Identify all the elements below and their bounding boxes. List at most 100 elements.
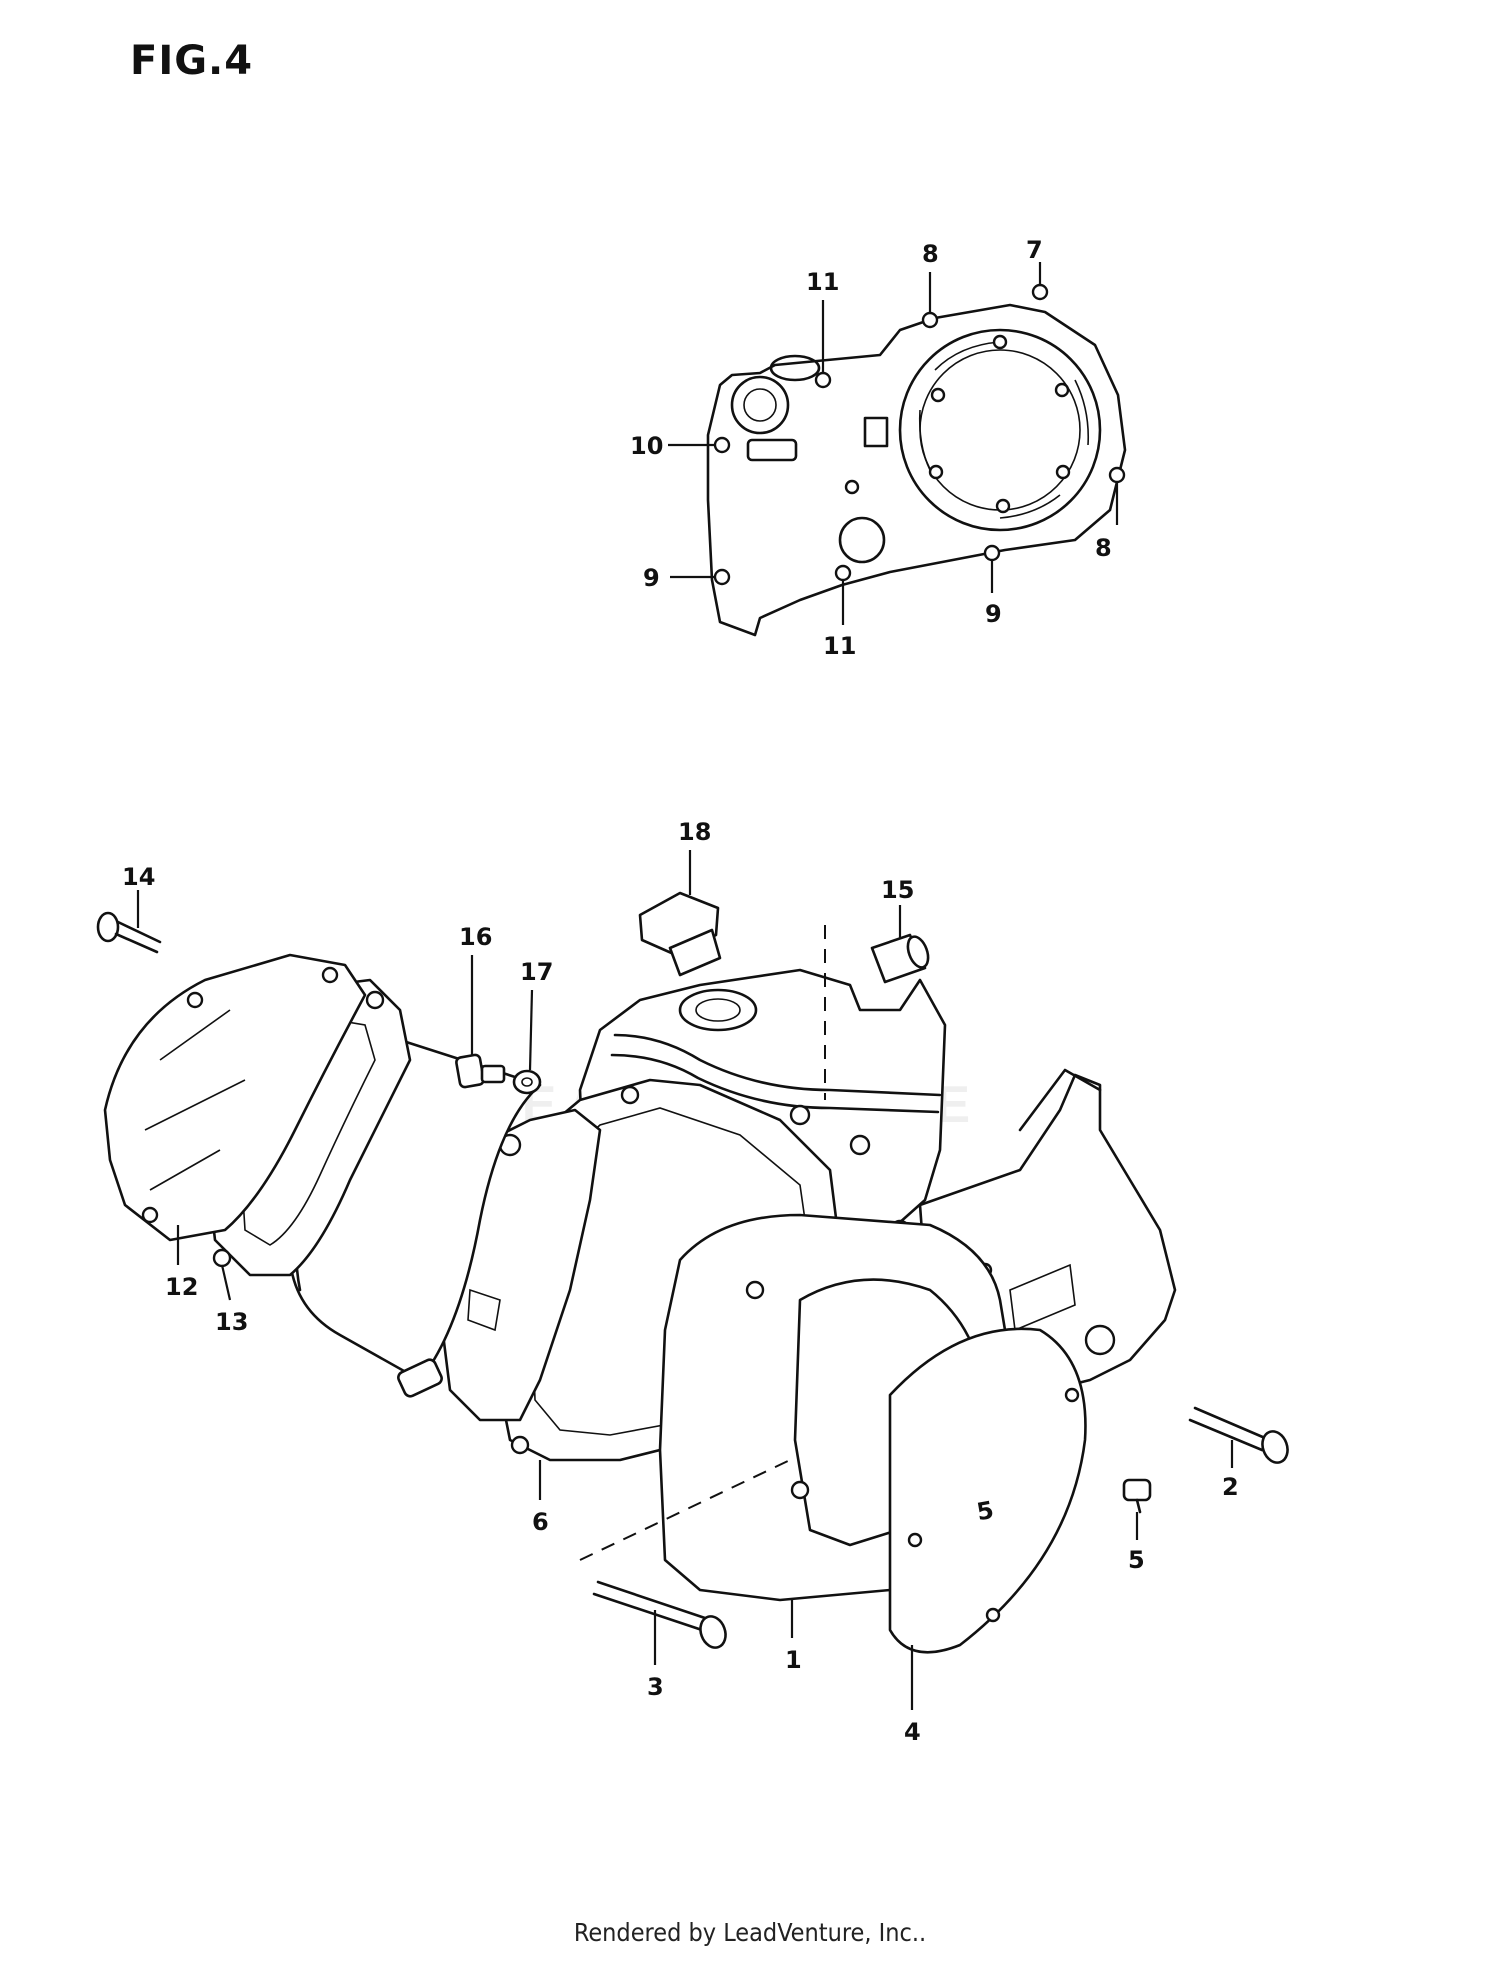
callout-1: 1: [785, 1646, 802, 1674]
inner-cover-assembly: [706, 283, 1127, 637]
callout-17: 17: [520, 958, 553, 986]
callout-13: 13: [215, 1308, 248, 1336]
ring-bolt-3: [1055, 464, 1071, 480]
upper-ring-slot-d: [918, 409, 931, 471]
case-hole-1: [789, 1104, 811, 1126]
plate-12-hole-1: [186, 991, 204, 1009]
cover-emblem-mark: 5: [975, 1496, 996, 1526]
filler-cap-18: [638, 891, 722, 977]
leader-17: [528, 989, 534, 1071]
plate-12-outline: [103, 953, 367, 1242]
filler-port-ring: [730, 375, 790, 435]
cover-plate-4-hole-2: [907, 1532, 923, 1548]
upper-screw-i: [844, 479, 860, 495]
callout-16: 16: [459, 923, 492, 951]
cover-plate-4: 5: [888, 1327, 1087, 1654]
oil-hose: [613, 1033, 942, 1097]
bolt-16-shank: [480, 1064, 506, 1084]
plate-12-spoke-c: [149, 1149, 221, 1191]
left-housing-slot: [467, 1288, 501, 1332]
callout-11b: 11: [823, 632, 856, 660]
gasket-6-hole-3: [620, 1085, 640, 1105]
upper-screw-h: [983, 544, 1001, 562]
inspection-hole: [838, 516, 886, 564]
extension-window: [1009, 1263, 1076, 1332]
washer-17-hole: [521, 1077, 533, 1087]
upper-screw-g: [834, 564, 852, 582]
filler-boss: [678, 988, 758, 1032]
upper-screw-c: [1031, 283, 1049, 301]
screw-5-shank: [1135, 1498, 1142, 1514]
bolt-2-head: [1261, 1430, 1289, 1464]
filler-cap-18-thread: [668, 928, 722, 977]
ring-bolt-4: [995, 498, 1011, 514]
dowel-15: [870, 933, 930, 984]
callout-4: 4: [904, 1718, 921, 1746]
upper-screw-a: [814, 371, 832, 389]
ring-bolt-6: [930, 387, 946, 403]
washer-17: [512, 1069, 542, 1095]
washer-17-ring: [512, 1069, 542, 1095]
ring-bolt-2: [1054, 382, 1070, 398]
extension-hole: [1084, 1324, 1116, 1356]
callout-3: 3: [647, 1673, 664, 1701]
upper-screw-f: [713, 568, 731, 586]
case-hole-2: [849, 1134, 871, 1156]
upper-ring-slot-c: [999, 494, 1061, 519]
upper-screw-d: [713, 436, 731, 454]
bolt-16-head: [455, 1053, 485, 1089]
callout-8a: 8: [922, 240, 939, 268]
upper-ring-inner: [919, 349, 1081, 511]
screw-5-head: [1122, 1478, 1152, 1502]
callout-9a: 9: [643, 564, 660, 592]
cover-plate-4-hole-3: [985, 1607, 1001, 1623]
lower-leader-lines: [136, 850, 1234, 1710]
dowel-15-end: [906, 935, 930, 969]
upper-screw-b: [921, 311, 939, 329]
oil-window: [746, 438, 798, 462]
footer-credit: Rendered by LeadVenture, Inc..: [573, 1918, 927, 1947]
plate-12: [103, 953, 367, 1242]
top-neck: [769, 354, 821, 382]
gasket-13-hole-1: [365, 990, 385, 1010]
bolt-3-head: [699, 1615, 727, 1649]
ring-bolt-5: [928, 464, 944, 480]
callout-9b: 9: [985, 600, 1002, 628]
bolt-14-shaft: [114, 920, 162, 954]
bolt-14: [96, 911, 162, 954]
gasket-13-hole-2: [212, 1248, 232, 1268]
plate-12-spoke-a: [159, 1009, 231, 1061]
upper-ring-slot-a: [934, 341, 1001, 371]
inner-cover-outline: [706, 303, 1127, 637]
figure-title: FIG.4: [130, 38, 254, 84]
callout-5: 5: [1128, 1546, 1145, 1574]
callout-18: 18: [678, 818, 711, 846]
callout-2: 2: [1222, 1473, 1239, 1501]
bolt-3: [592, 1580, 727, 1649]
upper-large-ring: [898, 328, 1102, 532]
upper-screw-e: [1108, 466, 1126, 484]
callout-8b: 8: [1095, 534, 1112, 562]
bolt-2-shaft: [1188, 1406, 1267, 1452]
extension-arm: [1018, 1068, 1102, 1132]
sleeve-tab: [397, 1358, 443, 1398]
callout-12: 12: [165, 1273, 198, 1301]
gasket-6-hole-2: [510, 1435, 530, 1455]
callout-14: 14: [122, 863, 155, 891]
plate-12-hole-2: [141, 1206, 159, 1224]
upper-leader-lines: [668, 262, 1119, 625]
assembly-line-bottom: [579, 1459, 791, 1561]
leader-13: [220, 1264, 232, 1301]
callout-10: 10: [630, 432, 663, 460]
plate-12-hole-3: [321, 966, 339, 984]
plate-12-spoke-b: [144, 1079, 246, 1131]
bolt-3-shaft: [592, 1580, 707, 1632]
bolt-16: [455, 1053, 506, 1089]
bolt-2: [1188, 1406, 1289, 1464]
filler-boss-inner: [695, 998, 741, 1022]
callout-labels: 11 8 7 10 8 9 11 9 14 18 15 16 17 12 13 …: [122, 236, 1239, 1746]
cover-plate-4-hole-1: [1064, 1387, 1080, 1403]
screw-5: [1122, 1478, 1152, 1514]
callout-15: 15: [881, 876, 914, 904]
